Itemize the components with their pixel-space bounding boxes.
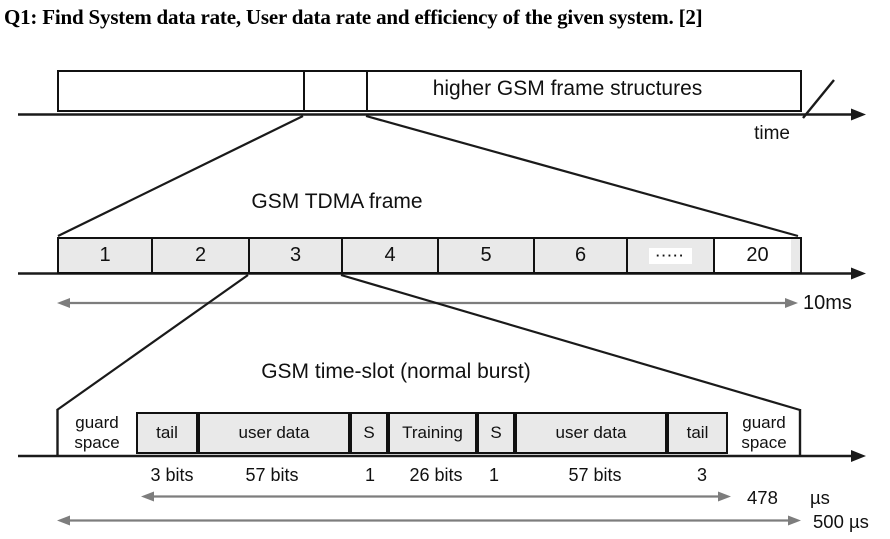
bits-label-user-data-2: 57 bits	[568, 465, 622, 485]
burst-field-label: S	[490, 423, 502, 442]
bits-label-s-2: 1	[488, 465, 500, 485]
bits-label-user-data-1: 57 bits	[245, 465, 299, 485]
burst-field-tail-2: tail	[667, 412, 728, 454]
tdma-slot-label: 6	[574, 244, 587, 266]
tdma-slot-5: 5	[439, 239, 535, 272]
tdma-slot-label: 2	[194, 244, 207, 266]
tdma-slot-label: 4	[384, 244, 396, 266]
tdma-slot-label: 3	[289, 244, 302, 266]
burst-field-user-data-1: user data	[198, 412, 350, 454]
bits-label-tail-2: 3	[696, 465, 708, 485]
bits-label-tail-1: 3 bits	[150, 465, 194, 485]
tdma-slot-4: 4	[343, 239, 439, 272]
tdma-slot-ellipsis-label: ·····	[648, 247, 693, 264]
slot-20-gray-strip	[791, 239, 800, 272]
data-duration-value: 478	[747, 487, 778, 508]
higher-frames-box	[57, 70, 802, 112]
burst-field-user-data-2: user data	[515, 412, 667, 454]
time-axis-arrowhead-1	[851, 108, 866, 121]
time-axis-arrowhead-3	[851, 450, 866, 462]
tdma-slot-label: 20	[746, 244, 769, 266]
burst-field-s-2: S	[477, 412, 515, 454]
tdma-duration-label: 10ms	[803, 292, 852, 314]
guard-space-right-label: guard space	[741, 413, 787, 452]
tdma-slot-2: 2	[153, 239, 250, 272]
tdma-slot-1: 1	[59, 239, 153, 272]
tdma-slot-ellipsis: ·····	[628, 239, 715, 272]
tdma-slot-20: 20	[715, 239, 800, 272]
frame-segment-divider-1	[303, 70, 306, 112]
burst-field-label: tail	[686, 423, 709, 442]
burst-title: GSM time-slot (normal burst)	[261, 360, 531, 383]
tdma-slot-label: 1	[99, 244, 111, 266]
data-duration-unit: µs	[810, 487, 830, 508]
tdma-slot-3: 3	[250, 239, 343, 272]
guard-space-left-label: guard space	[74, 413, 120, 452]
burst-field-label: user data	[555, 423, 627, 442]
burst-field-tail-1: tail	[136, 412, 198, 454]
tdma-frame-title: GSM TDMA frame	[251, 190, 423, 213]
time-axis-label: time	[754, 123, 790, 144]
burst-field-label: Training	[402, 423, 463, 442]
burst-field-label: user data	[238, 423, 310, 442]
tdma-frame-box: 1 2 3 4 5 6 ····· 20	[57, 237, 802, 274]
total-duration-label: 500 µs	[813, 511, 869, 532]
higher-frames-label: higher GSM frame structures	[432, 77, 703, 100]
burst-field-label: S	[363, 423, 375, 442]
bits-label-training: 26 bits	[409, 465, 463, 485]
question-title: Q1: Find System data rate, User data rat…	[4, 5, 703, 29]
burst-field-label: tail	[156, 423, 178, 442]
burst-field-s-1: S	[350, 412, 388, 454]
axis-break-slash	[802, 79, 835, 119]
bits-label-s-1: 1	[364, 465, 376, 485]
burst-field-training: Training	[388, 412, 477, 454]
frame-segment-divider-2	[366, 70, 369, 112]
tdma-slot-6: 6	[535, 239, 628, 272]
time-axis-arrowhead-2	[851, 267, 866, 280]
tdma-slot-label: 5	[480, 244, 492, 266]
